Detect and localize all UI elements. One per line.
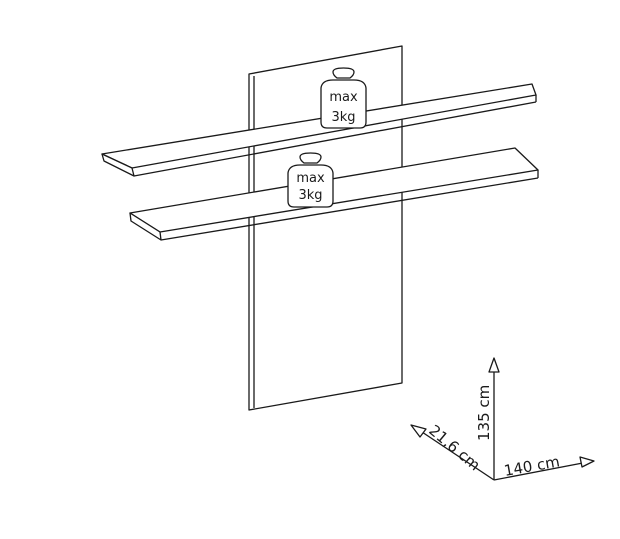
weight-label-max: max: [329, 90, 358, 105]
width-label: 140 cm: [503, 452, 562, 479]
weight-label-kg: 3kg: [331, 110, 355, 125]
weight-label-kg: 3kg: [298, 188, 322, 203]
weight-icon: max 3kg: [287, 152, 334, 208]
width-arrow-icon: [579, 456, 595, 468]
width-axis: [493, 461, 589, 481]
dimension-axes: 135 cm 21,6 cm 140 cm: [410, 357, 595, 481]
height-arrow-icon: [488, 357, 500, 373]
upper-shelf-bottom-edge: [133, 101, 537, 177]
lower-shelf-bottom-edge: [160, 177, 539, 241]
height-label: 135 cm: [475, 385, 493, 441]
weight-label-max: max: [296, 171, 325, 186]
weight-icon: max 3kg: [320, 67, 367, 129]
depth-arrow-icon: [410, 424, 427, 438]
depth-axis: [415, 427, 495, 481]
